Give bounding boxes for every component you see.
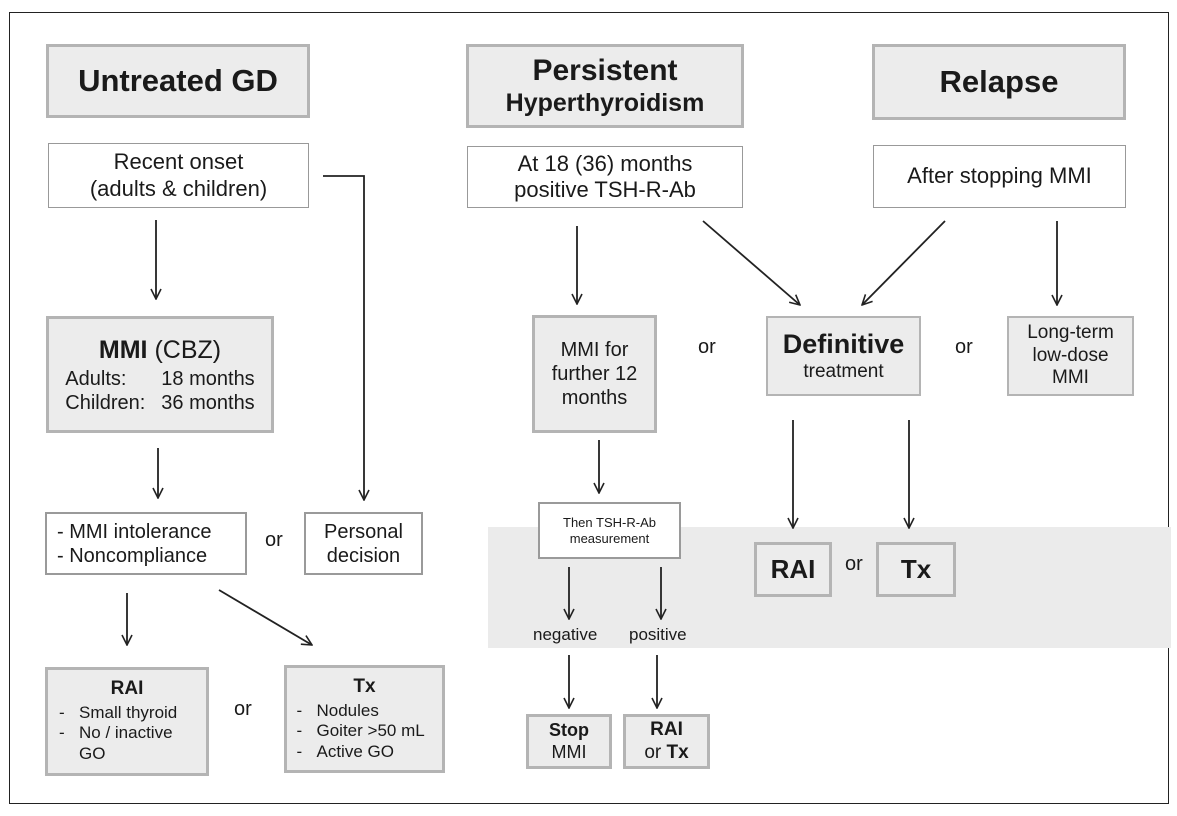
or-intolerance-personal: or bbox=[265, 529, 283, 551]
recent-onset-box: Recent onset (adults & children) bbox=[48, 143, 309, 208]
rai-or-tx-box: RAI or Tx bbox=[623, 714, 710, 769]
or-mmi-definitive: or bbox=[698, 336, 716, 358]
definitive-tx-box: Tx bbox=[876, 542, 956, 597]
header-untreated-gd: Untreated GD bbox=[46, 44, 310, 118]
header-relapse: Relapse bbox=[872, 44, 1126, 120]
or-definitive-rai-tx: or bbox=[845, 553, 863, 575]
tx-criteria-list: Nodules Goiter >50 mL Active GO bbox=[295, 701, 435, 763]
rai-or-tx-line2: or Tx bbox=[644, 742, 688, 765]
rai-or-tx-tx: Tx bbox=[666, 741, 689, 763]
mmi-children-row: Children: 36 months bbox=[65, 391, 254, 415]
then-tsh-line2: measurement bbox=[569, 530, 650, 546]
long-term-line: MMI bbox=[1052, 367, 1089, 389]
at-18-line2: positive TSH-R-Ab bbox=[514, 177, 696, 202]
children-value: 36 months bbox=[161, 391, 255, 414]
long-term-line: low-dose bbox=[1032, 344, 1109, 366]
noncompliance-line: - Noncompliance bbox=[57, 544, 208, 567]
intolerance-box: - MMI intolerance - Noncompliance bbox=[45, 512, 247, 575]
tx-criteria-box: Tx Nodules Goiter >50 mL Active GO bbox=[284, 665, 445, 773]
mmi-title: MMI (CBZ) bbox=[99, 335, 221, 365]
long-term-line: Long-term bbox=[1027, 321, 1114, 343]
adults-value: 18 months bbox=[161, 367, 255, 390]
tx-criteria-item: Nodules bbox=[295, 701, 435, 722]
definitive-title: Definitive bbox=[782, 329, 905, 360]
negative-label: negative bbox=[533, 625, 598, 644]
definitive-rai-box: RAI bbox=[754, 542, 832, 597]
header-persistent-line2: Hyperthyroidism bbox=[505, 88, 705, 117]
mmi-title-paren: (CBZ) bbox=[147, 335, 222, 364]
rai-criteria-item: No / inactive GO bbox=[57, 723, 197, 764]
after-stopping-label: After stopping MMI bbox=[907, 163, 1092, 189]
at-18-line1: At 18 (36) months bbox=[517, 150, 693, 176]
header-persistent: Persistent Hyperthyroidism bbox=[466, 44, 744, 128]
rai-or-tx-or: or bbox=[644, 741, 667, 763]
personal-decision-box: Personal decision bbox=[304, 512, 423, 575]
recent-onset-line1: Recent onset bbox=[113, 149, 244, 175]
mmi-further-box: MMI for further 12 months bbox=[532, 315, 657, 433]
diagram-frame bbox=[9, 12, 1169, 804]
stop-mmi-box: Stop MMI bbox=[526, 714, 612, 769]
at-18-months-box: At 18 (36) months positive TSH-R-Ab bbox=[467, 146, 743, 208]
definitive-subtitle: treatment bbox=[803, 360, 884, 382]
long-term-box: Long-term low-dose MMI bbox=[1007, 316, 1134, 396]
after-stopping-box: After stopping MMI bbox=[873, 145, 1126, 208]
recent-onset-line2: (adults & children) bbox=[89, 175, 268, 201]
rai-criteria-box: RAI Small thyroid No / inactive GO bbox=[45, 667, 209, 776]
tx-criteria-title: Tx bbox=[353, 676, 376, 697]
personal-line1: Personal bbox=[324, 520, 403, 543]
rai-criteria-item: Small thyroid bbox=[57, 703, 197, 724]
header-relapse-label: Relapse bbox=[939, 64, 1059, 100]
positive-label: positive bbox=[629, 625, 687, 644]
rai-criteria-title: RAI bbox=[110, 678, 144, 699]
rai-or-tx-line1: RAI bbox=[650, 718, 683, 740]
intolerance-line: - MMI intolerance bbox=[57, 520, 212, 543]
then-tsh-line1: Then TSH-R-Ab bbox=[563, 514, 656, 530]
tx-criteria-item: Goiter >50 mL bbox=[295, 721, 435, 742]
mmi-box: MMI (CBZ) Adults: 18 months Children: 36… bbox=[46, 316, 274, 433]
header-persistent-line1: Persistent bbox=[532, 54, 678, 88]
mmi-adults-row: Adults: 18 months bbox=[65, 367, 254, 391]
personal-line2: decision bbox=[326, 544, 401, 567]
stop-mmi-label: MMI bbox=[551, 741, 587, 762]
stop-label: Stop bbox=[549, 719, 589, 740]
mmi-title-bold: MMI bbox=[98, 335, 148, 364]
header-untreated-label: Untreated GD bbox=[78, 63, 278, 99]
or-rai-tx-criteria: or bbox=[234, 698, 252, 720]
tx-criteria-item: Active GO bbox=[295, 742, 435, 763]
definitive-treatment-box: Definitive treatment bbox=[766, 316, 921, 396]
rai-criteria-list: Small thyroid No / inactive GO bbox=[57, 703, 197, 764]
mmi-further-line: months bbox=[561, 387, 628, 409]
adults-label: Adults: bbox=[65, 367, 127, 390]
children-label: Children: bbox=[65, 391, 146, 414]
mmi-further-line: MMI for bbox=[560, 339, 629, 361]
then-tsh-box: Then TSH-R-Ab measurement bbox=[538, 502, 681, 559]
mmi-further-line: further 12 bbox=[551, 363, 638, 385]
definitive-rai-label: RAI bbox=[770, 553, 816, 584]
definitive-tx-label: Tx bbox=[900, 553, 932, 584]
or-definitive-longterm: or bbox=[955, 336, 973, 358]
